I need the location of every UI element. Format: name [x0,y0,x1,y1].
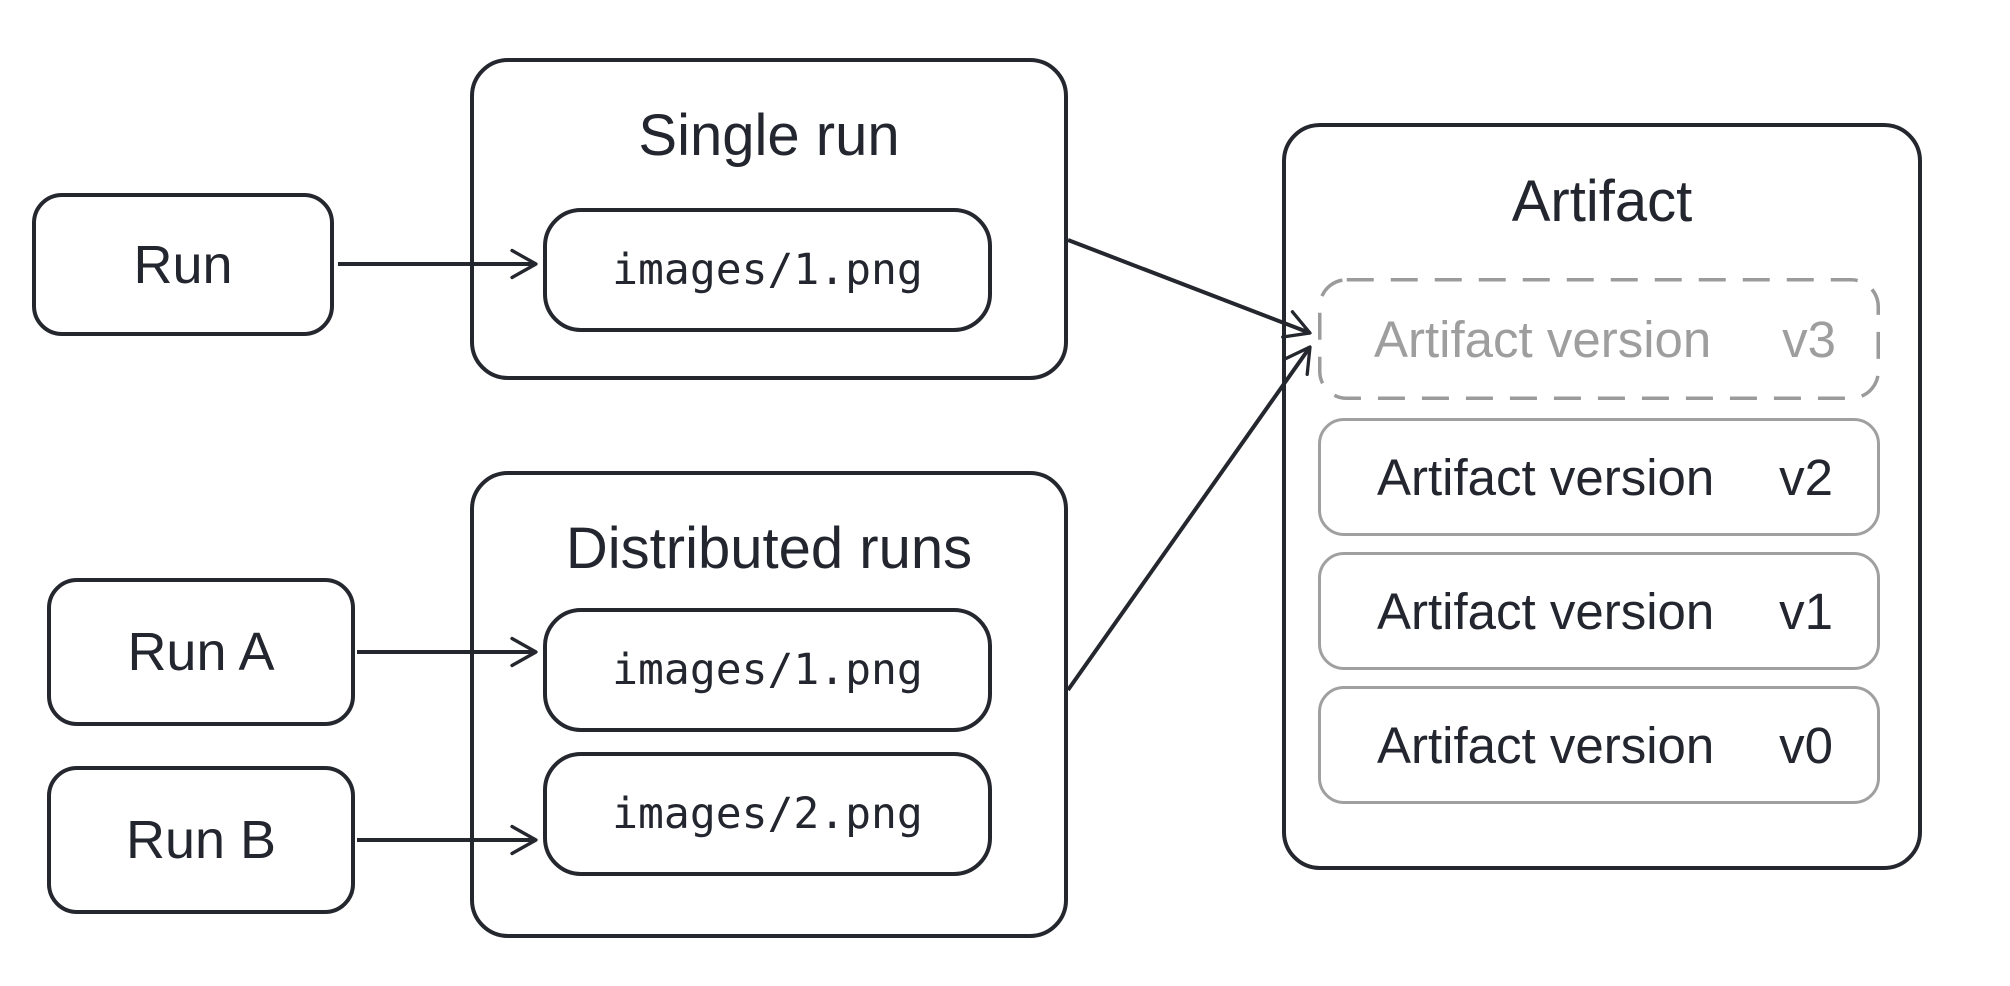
artifact-version-v1-row: Artifact version v1 [1318,552,1880,670]
single-run-title: Single run [638,103,900,168]
artifact-title: Artifact [1511,169,1693,234]
distributed-file-1-label: images/1.png [612,645,923,695]
artifact-version-v0-row: Artifact version v0 [1318,686,1880,804]
distributed-runs-title: Distributed runs [565,516,973,581]
distributed-file-2-box: images/2.png [543,752,992,876]
distributed-file-1-box: images/1.png [543,608,992,732]
artifact-version-v1-number: v1 [1779,582,1833,640]
artifact-version-v3-label: Artifact version [1374,310,1712,368]
run-b-box: Run B [47,766,355,914]
run-a-box: Run A [47,578,355,726]
artifact-version-v3-row: Artifact version v3 [1318,278,1880,400]
run-b-label: Run B [125,810,277,870]
single-run-file-box: images/1.png [543,208,992,332]
artifact-version-v2-number: v2 [1779,448,1833,506]
distributed-file-2-label: images/2.png [612,789,923,839]
artifact-version-v0-label: Artifact version [1377,716,1715,774]
single-run-file-label: images/1.png [612,245,923,295]
run-label: Run [133,234,233,295]
artifact-version-v0-number: v0 [1779,716,1833,774]
run-box: Run [32,193,334,336]
arrow-single-run-to-artifact-version [1067,238,1312,339]
artifact-version-v2-row: Artifact version v2 [1318,418,1880,536]
run-a-label: Run A [127,622,275,682]
artifact-version-v3-number: v3 [1782,310,1836,368]
arrow-distributed-runs-to-artifact-version [1066,345,1312,692]
artifact-version-v2-label: Artifact version [1377,448,1715,506]
artifact-version-v1-label: Artifact version [1377,582,1715,640]
